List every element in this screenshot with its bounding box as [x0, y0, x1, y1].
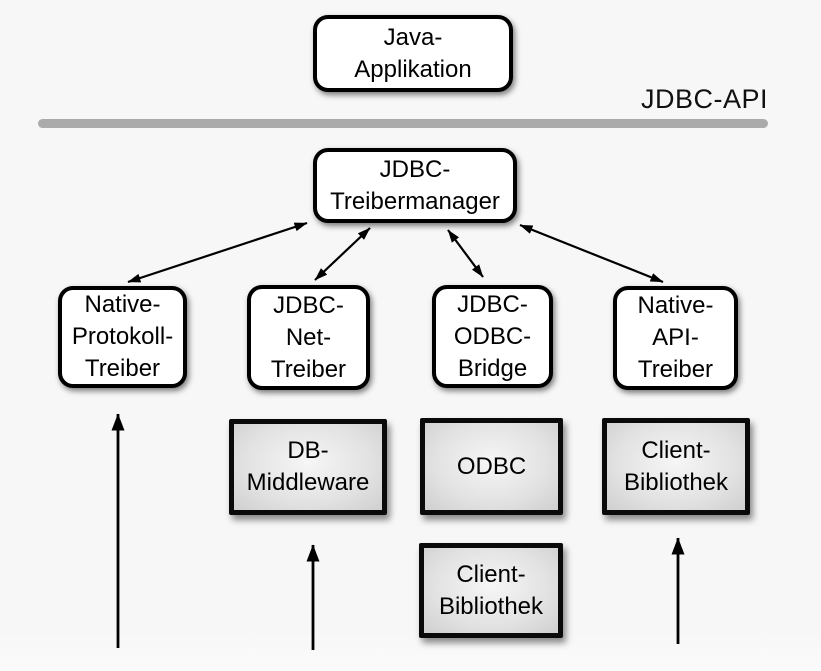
node-client-bibliothek-unten-label: Client- Bibliothek: [438, 560, 544, 620]
node-native-protokoll-treiber-label: Native- Protokoll- Treiber: [71, 291, 174, 382]
node-native-api-treiber-label: Native- API- Treiber: [637, 292, 714, 383]
arrow-treibermanager-native-protokoll: [127, 221, 308, 284]
jdbc-api-divider: [38, 119, 768, 128]
node-jdbc-treibermanager: JDBC- Treibermanager: [313, 148, 517, 223]
node-jdbc-net-treiber-label: JDBC- Net- Treiber: [270, 291, 347, 383]
node-client-bibliothek-rechts: Client- Bibliothek: [602, 418, 750, 515]
node-client-bibliothek-rechts-label: Client- Bibliothek: [623, 436, 729, 496]
arrow-treibermanager-jdbc-net: [314, 227, 371, 281]
node-java-applikation: Java- Applikation: [313, 15, 513, 92]
node-jdbc-net-treiber: JDBC- Net- Treiber: [247, 285, 370, 390]
node-native-protokoll-treiber: Native- Protokoll- Treiber: [58, 286, 187, 388]
node-jdbc-treibermanager-label: JDBC- Treibermanager: [330, 155, 500, 215]
node-jdbc-odbc-bridge-label: JDBC- ODBC- Bridge: [453, 290, 532, 382]
node-client-bibliothek-unten: Client- Bibliothek: [419, 543, 563, 638]
arrow-treibermanager-native-api: [519, 223, 664, 284]
node-native-api-treiber: Native- API- Treiber: [613, 286, 738, 390]
node-odbc: ODBC: [420, 418, 563, 515]
jdbc-api-label: JDBC-API: [640, 84, 768, 114]
node-jdbc-odbc-bridge: JDBC- ODBC- Bridge: [432, 285, 553, 388]
node-db-middleware: DB- Middleware: [229, 419, 387, 515]
arrow-treibermanager-jdbc-odbc: [447, 229, 484, 278]
node-db-middleware-label: DB- Middleware: [246, 437, 370, 496]
node-odbc-label: ODBC: [456, 452, 527, 480]
node-java-applikation-label: Java- Applikation: [354, 23, 472, 83]
